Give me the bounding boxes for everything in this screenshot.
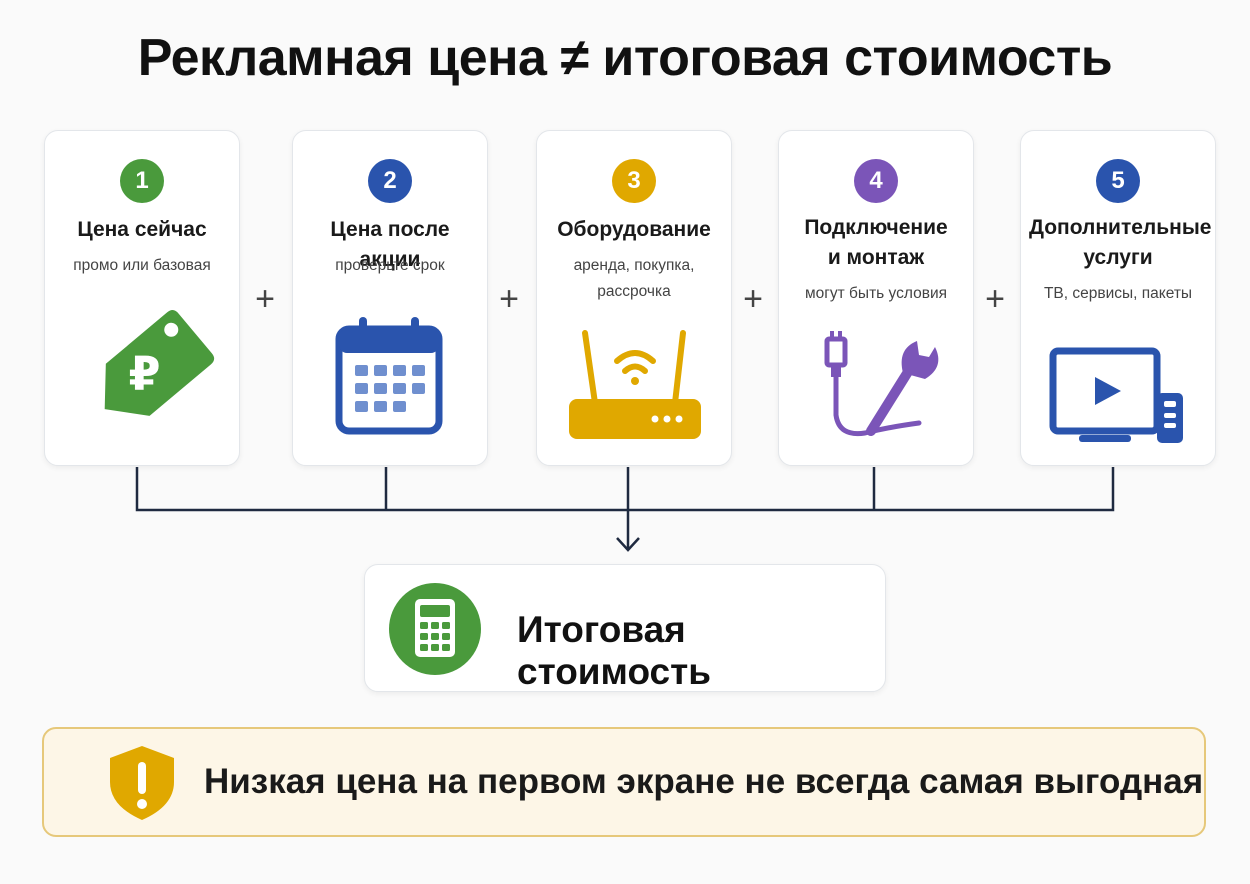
step-number-badge: 5 <box>1096 159 1140 203</box>
total-cost-label: Итоговая стоимость <box>517 609 711 692</box>
step-number-badge: 1 <box>120 159 164 203</box>
page-title: Рекламная цена ≠ итоговая стоимость <box>137 29 1113 87</box>
step-card-4: 4 Подключение и монтаж могут быть услови… <box>778 130 974 466</box>
plus-sign: + <box>499 280 519 318</box>
ruble-tag-icon: ₽ <box>104 310 215 416</box>
calendar-icon <box>335 317 443 435</box>
step-card-1: 1 Цена сейчас промо или базовая ₽ <box>44 130 240 466</box>
step-title-line1: Дополнительные <box>1029 216 1212 239</box>
step-number-badge: 4 <box>854 159 898 203</box>
total-cost-box: Итоговая стоимость <box>364 564 886 692</box>
step-title: Цена после акции <box>330 218 450 271</box>
svg-text:₽: ₽ <box>129 347 161 401</box>
step-title-line2: и монтаж <box>827 246 925 269</box>
warning-banner: Низкая цена на первом экране не всегда с… <box>42 727 1206 837</box>
step-subtitle: промо или базовая <box>73 257 211 274</box>
tv-remote-icon <box>1049 347 1183 443</box>
step-card-5: 5 Дополнительные услуги ТВ, сервисы, пак… <box>1020 130 1216 466</box>
plus-sign: + <box>985 280 1005 318</box>
step-subtitle: проверьте срок <box>335 257 445 274</box>
step-subtitle: могут быть условия <box>804 285 948 302</box>
shield-exclamation-icon <box>110 746 174 820</box>
router-icon <box>569 330 701 439</box>
step-card-2: 2 Цена после акции проверьте срок <box>292 130 488 466</box>
step-subtitle: ТВ, сервисы, пакеты <box>1043 285 1193 302</box>
step-title: Оборудование <box>557 218 711 241</box>
step-title-line1: Подключение <box>804 216 948 239</box>
calculator-icon <box>389 583 481 675</box>
step-title: Цена сейчас <box>77 218 207 241</box>
warning-text: Низкая цена на первом экране не всегда с… <box>204 762 1204 801</box>
step-number-badge: 2 <box>368 159 412 203</box>
step-title-line2: услуги <box>1083 246 1153 269</box>
plus-sign: + <box>743 280 763 318</box>
step-subtitle-line2: рассрочка <box>597 283 671 300</box>
cable-wrench-icon <box>824 331 939 437</box>
step-subtitle-line1: аренда, покупка, <box>573 257 695 274</box>
plus-sign: + <box>255 280 275 318</box>
step-number-badge: 3 <box>612 159 656 203</box>
step-card-3: 3 Оборудование аренда, покупка, рассрочк… <box>536 130 732 466</box>
